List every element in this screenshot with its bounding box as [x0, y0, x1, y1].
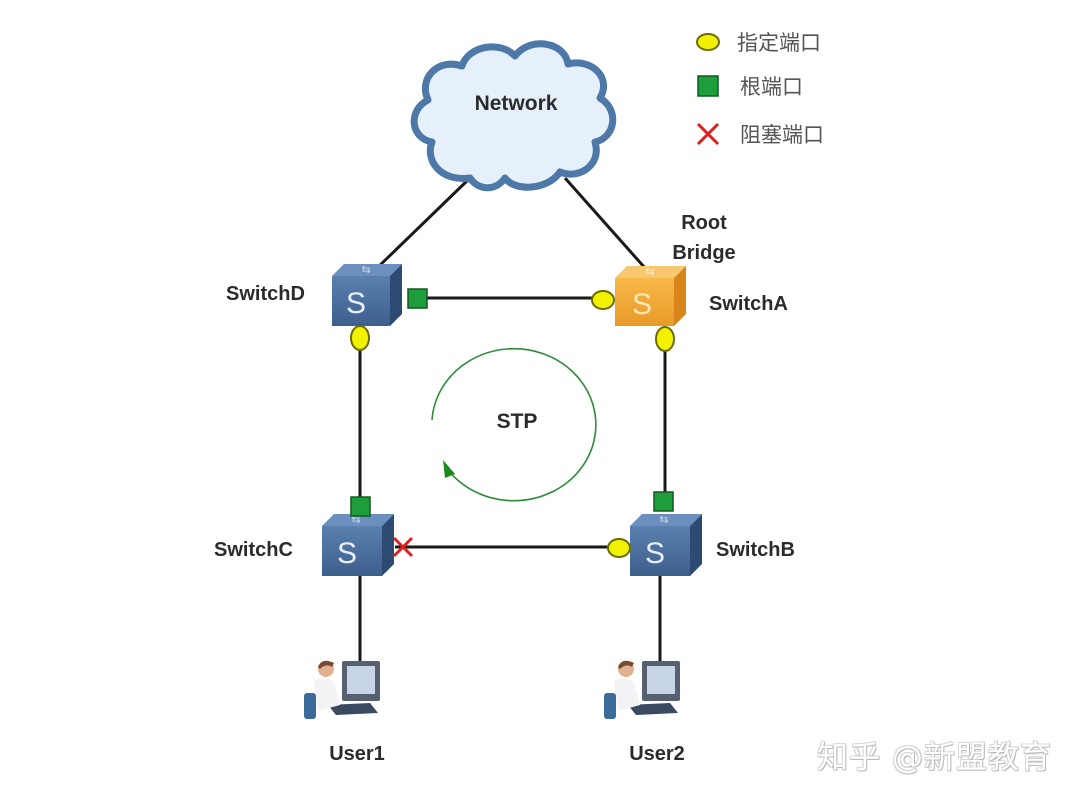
- legend: 指定端口 根端口 阻塞端口: [696, 31, 824, 147]
- switch-side: [382, 514, 394, 576]
- designated-port-switchb-west-icon: [607, 538, 631, 558]
- person-body-icon: [314, 678, 340, 711]
- switch-arrows-icon: ⇆: [645, 266, 654, 278]
- switcha-label: SwitchA: [709, 293, 788, 315]
- switch-side: [690, 514, 702, 576]
- switch-side: [674, 266, 686, 326]
- root-port-switchd-icon: [407, 288, 428, 309]
- switch-b[interactable]: S ⇆: [630, 514, 702, 576]
- switch-top: [332, 264, 402, 276]
- switchb-label: SwitchB: [716, 539, 795, 561]
- link-cloud-switcha: [563, 177, 647, 269]
- blocked-port-switchc-icon: [392, 536, 414, 558]
- cloud-icon: [410, 40, 617, 192]
- root-bridge-label-line2: Bridge: [672, 242, 735, 264]
- designated-port-switcha-south-icon: [655, 326, 675, 352]
- user1-workstation[interactable]: [304, 660, 380, 719]
- stp-loop-arrow: [431, 347, 597, 502]
- keyboard-icon: [628, 703, 678, 715]
- root-port-switchb-icon: [653, 491, 674, 512]
- legend-blocked-port-icon: [696, 122, 720, 146]
- person-hair: [318, 660, 334, 669]
- stp-label: STP: [497, 410, 538, 433]
- watermark: 知乎 @新盟教育: [817, 740, 1052, 776]
- person-hair: [618, 660, 634, 669]
- switch-arrows-icon: ⇆: [351, 514, 360, 526]
- user2-label: User2: [629, 743, 685, 765]
- switch-top: [322, 514, 394, 526]
- monitor-screen: [347, 666, 375, 694]
- ports: [350, 288, 675, 558]
- switch-arrows-icon: ⇆: [361, 264, 370, 276]
- switch-c[interactable]: S ⇆: [322, 514, 394, 576]
- switch-glyph: S: [632, 288, 652, 321]
- network-cloud: Network: [410, 40, 617, 192]
- root-port-switchc-icon: [350, 496, 371, 517]
- designated-port-switcha-west-icon: [591, 290, 615, 310]
- switch-top: [615, 266, 686, 278]
- switch-arrows-icon: ⇆: [659, 514, 668, 526]
- legend-designated-port-icon: [696, 33, 720, 51]
- chair-icon: [304, 693, 316, 719]
- root-bridge-label-line1: Root: [681, 212, 727, 234]
- switch-front: [615, 278, 674, 326]
- legend-root-port-icon: [697, 75, 719, 97]
- switch-d[interactable]: S ⇆: [332, 264, 402, 326]
- legend-designated-port-label: 指定端口: [737, 31, 821, 55]
- user2-workstation[interactable]: [604, 660, 680, 719]
- stp-arrowhead-icon: [443, 460, 455, 478]
- designated-port-switchd-south-icon: [350, 325, 370, 351]
- link-cloud-switchd: [373, 176, 472, 272]
- switch-glyph: S: [645, 537, 665, 570]
- switch-glyph: S: [346, 287, 366, 320]
- switch-glyph: S: [337, 537, 357, 570]
- switchc-label: SwitchC: [214, 539, 293, 561]
- user1-label: User1: [329, 743, 385, 765]
- cloud-label: Network: [475, 92, 558, 115]
- switch-front: [332, 276, 390, 326]
- switch-side: [390, 264, 402, 326]
- switch-front: [630, 526, 690, 576]
- switchd-label: SwitchD: [226, 283, 305, 305]
- person-body-icon: [614, 678, 640, 711]
- switch-a-root-bridge[interactable]: S ⇆: [615, 266, 686, 326]
- stp-loop: STP: [431, 347, 597, 502]
- switch-top: [630, 514, 702, 526]
- monitor-screen: [647, 666, 675, 694]
- legend-root-port-label: 根端口: [740, 75, 803, 99]
- links: [358, 176, 667, 662]
- keyboard-icon: [328, 703, 378, 715]
- switch-front: [322, 526, 382, 576]
- legend-blocked-port-label: 阻塞端口: [740, 123, 824, 147]
- chair-icon: [604, 693, 616, 719]
